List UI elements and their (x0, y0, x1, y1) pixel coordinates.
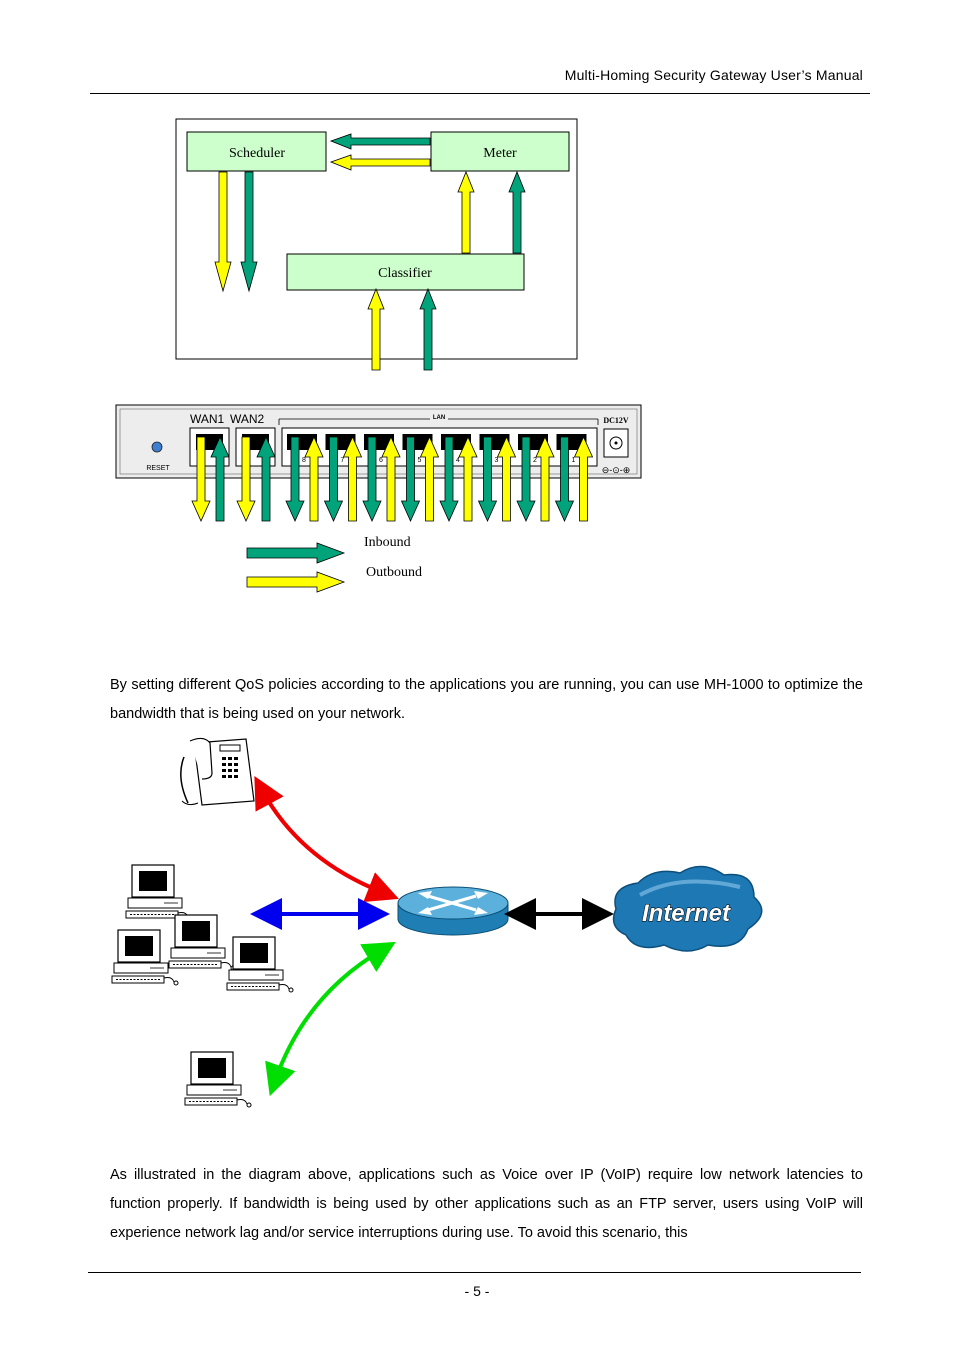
lan7-outbound-arrow (342, 436, 363, 522)
lan4-inbound-arrow (439, 436, 459, 522)
lan7-inbound-arrow (323, 436, 344, 522)
legend-inbound-label: Inbound (364, 535, 411, 550)
lan2-inbound-arrow (516, 436, 536, 522)
reset-label: RESET (146, 465, 170, 472)
lan3-outbound-arrow (496, 436, 517, 522)
lan2-outbound-arrow (535, 436, 555, 522)
header-rule (90, 93, 870, 94)
lan-port-number: 3 (495, 457, 499, 464)
lan-port-number: 2 (533, 457, 537, 464)
lan-port-number: 1 (572, 457, 576, 464)
port-arrows (191, 436, 594, 522)
lan-port-number: 5 (418, 457, 422, 464)
classifier-to-meter-outbound-arrow (457, 170, 475, 254)
header-title: Multi-Homing Security Gateway User’s Man… (564, 67, 863, 83)
lan8-inbound-arrow (285, 436, 305, 522)
lan5-outbound-arrow (419, 436, 440, 522)
pc-icon-4 (226, 936, 294, 993)
meter-to-scheduler-inbound-arrow (329, 133, 431, 150)
classifier-to-meter-inbound-arrow (508, 170, 526, 254)
wan1-inbound-arrow (210, 436, 230, 522)
paragraph-voip-explanation: As illustrated in the diagram above, app… (110, 1167, 863, 1241)
lan-port-number: 6 (379, 457, 383, 464)
router-icon (397, 886, 509, 936)
meter-label: Meter (483, 146, 517, 161)
lan3-inbound-arrow (477, 436, 498, 522)
lan-label: LAN (433, 415, 445, 421)
paragraph-qos-intro: By setting different QoS policies accord… (110, 677, 863, 722)
classifier-label: Classifier (378, 266, 432, 281)
network-diagram: Internet (111, 737, 763, 1108)
page-number: - 5 - (464, 1283, 490, 1299)
legend-inbound-arrow (246, 542, 346, 564)
device-rear-panel: RESET WAN1 WAN2 LAN DC12V ⊖-⊙-⊕ 8 7 6 5 4 3 2 1… (115, 404, 642, 593)
wan2-inbound-arrow (256, 436, 276, 522)
wan1-outbound-arrow (191, 436, 211, 522)
classifier-box (286, 253, 525, 291)
reset-led (151, 441, 163, 453)
incoming-inbound-arrow (419, 287, 437, 371)
lan1-outbound-arrow (573, 436, 594, 522)
lan1-inbound-arrow (554, 436, 575, 522)
incoming-outbound-arrow (367, 287, 385, 371)
legend-outbound-label: Outbound (366, 565, 422, 580)
qos-flow-diagram: Scheduler Meter Classifier (175, 118, 578, 371)
footer-rule (88, 1272, 861, 1273)
lan-port-number: 4 (456, 457, 460, 464)
lan-port-number: 7 (341, 457, 345, 464)
lan4-outbound-arrow (458, 436, 478, 522)
pc-cluster (111, 864, 294, 993)
lan5-inbound-arrow (400, 436, 421, 522)
scheduler-box (186, 131, 327, 172)
wan1-label: WAN1 (190, 412, 225, 426)
pc-icon-2 (168, 914, 236, 971)
wan2-label: WAN2 (230, 412, 265, 426)
wan2-outbound-arrow (236, 436, 256, 522)
ftp-pc-icon (184, 1051, 252, 1108)
meter-box (430, 131, 570, 172)
telephone-icon (180, 737, 255, 806)
legend-outbound-arrow (246, 571, 346, 593)
lan6-outbound-arrow (381, 436, 401, 522)
pc-icon-3 (111, 929, 179, 986)
scheduler-inbound-down-arrow (240, 171, 258, 293)
pc-icon-1 (125, 864, 193, 921)
lan6-inbound-arrow (362, 436, 382, 522)
dc-label: DC12V (603, 416, 629, 425)
svg-text:⊖-⊙-⊕: ⊖-⊙-⊕ (602, 465, 631, 475)
internet-cloud-icon: Internet (612, 865, 763, 952)
voip-arrow (254, 775, 399, 903)
meter-to-scheduler-outbound-arrow (329, 154, 431, 171)
internet-label: Internet (642, 900, 731, 927)
scheduler-label: Scheduler (229, 146, 285, 161)
ftp-arrow (265, 941, 396, 1097)
scheduler-outbound-down-arrow (214, 171, 232, 293)
lan8-outbound-arrow (304, 436, 324, 522)
lan-port-number: 8 (302, 457, 306, 464)
